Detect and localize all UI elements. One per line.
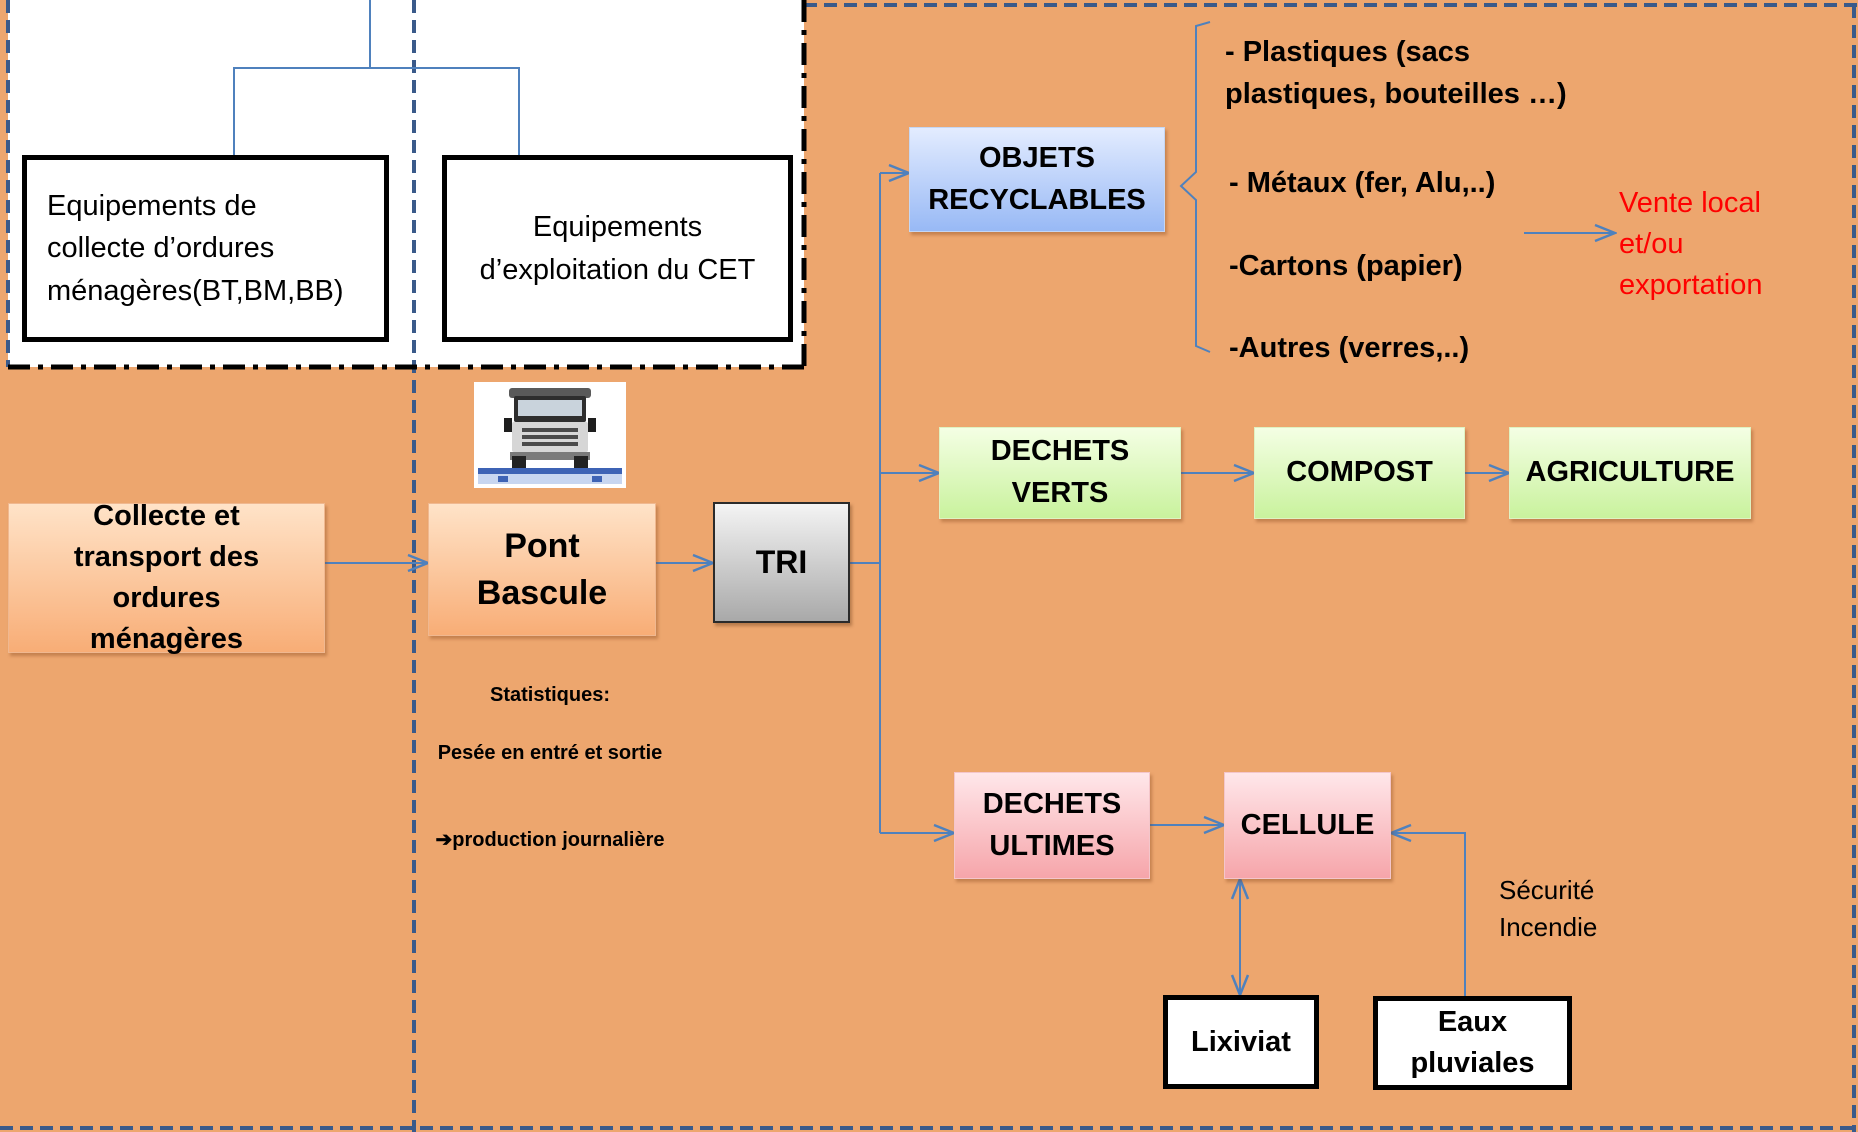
agriculture-node: AGRICULTURE — [1509, 427, 1751, 519]
cell-node: CELLULE — [1224, 772, 1391, 879]
collection-equipment-label: Equipements de collecte d’ordures ménagè… — [47, 190, 344, 307]
sorting-node: TRI — [713, 502, 850, 623]
statistics-title: Statistiques: — [489, 684, 611, 706]
recyclables-list-bracket — [1179, 21, 1211, 353]
statistics-line-weighing: Pesée en entré et sortie — [437, 742, 663, 764]
recyclables-label: OBJETS RECYCLABLES — [928, 141, 1146, 216]
sale-outlet-text: Vente local et/ou exportation — [1619, 187, 1763, 302]
final-waste-node: DECHETS ULTIMES — [954, 772, 1150, 879]
recyclable-item-plastics: - Plastiques (sacs plastiques, bouteille… — [1225, 36, 1567, 111]
leachate-label: Lixiviat — [1191, 1025, 1291, 1058]
arrow-rainwater-to-cell — [1391, 833, 1466, 996]
sorting-label: TRI — [755, 544, 808, 580]
operation-equipment-label: Equipements d’exploitation du CET — [479, 211, 756, 286]
weighbridge-label: Pont Bascule — [476, 526, 608, 612]
recyclables-node: OBJETS RECYCLABLES — [909, 127, 1165, 232]
green-waste-label: DECHETS VERTS — [990, 435, 1130, 509]
truck-on-weighbridge-icon — [474, 382, 626, 488]
collection-transport-node: Collecte et transport des ordures ménagè… — [8, 500, 325, 655]
recyclable-item-others: -Autres (verres,..) — [1229, 332, 1470, 364]
compost-node: COMPOST — [1254, 427, 1465, 519]
cell-label: CELLULE — [1240, 808, 1375, 841]
collection-transport-label: Collecte et transport des ordures ménagè… — [73, 499, 260, 656]
operation-equipment-box: Equipements d’exploitation du CET — [442, 155, 793, 342]
recyclable-item-cardboard: -Cartons (papier) — [1229, 250, 1463, 282]
final-waste-label: DECHETS ULTIMES — [982, 787, 1122, 862]
leachate-node: Lixiviat — [1163, 995, 1319, 1089]
statistics-line-production: ➔production journalière — [430, 797, 670, 855]
fire-safety-text: Sécurité Incendie — [1499, 875, 1598, 942]
weighbridge-statistics-note: Statistiques: Pesée en entré et sortie ➔… — [430, 652, 670, 884]
compost-label: COMPOST — [1286, 456, 1433, 489]
rainwater-label: Eaux pluviales — [1410, 1005, 1535, 1079]
weighbridge-node: Pont Bascule — [428, 503, 656, 636]
statistics-line-production-text: production journalière — [452, 829, 665, 851]
green-waste-node: DECHETS VERTS — [939, 427, 1181, 519]
recyclable-item-metals: - Métaux (fer, Alu,..) — [1229, 167, 1496, 199]
right-arrow-icon: ➔ — [435, 829, 453, 851]
collection-equipment-box: Equipements de collecte d’ordures ménagè… — [22, 155, 389, 342]
agriculture-label: AGRICULTURE — [1525, 456, 1735, 489]
rainwater-node: Eaux pluviales — [1373, 996, 1572, 1090]
